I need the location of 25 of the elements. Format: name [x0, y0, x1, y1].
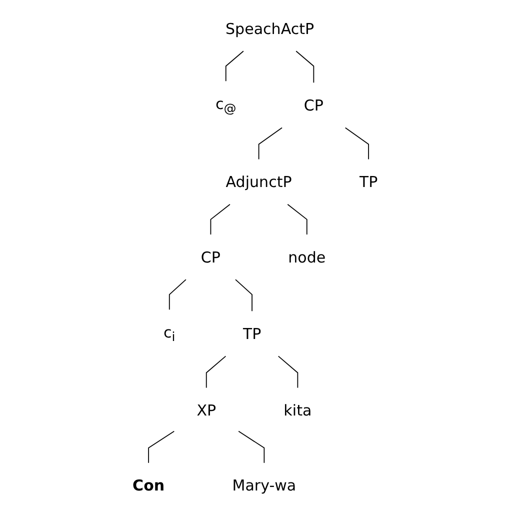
node-text: c$_{i}$ — [163, 323, 176, 344]
connector — [206, 356, 226, 388]
node-text: SpeachActP — [225, 20, 314, 38]
connector — [344, 127, 369, 160]
connector — [296, 50, 314, 84]
node-text: TP — [359, 172, 378, 191]
connector — [238, 430, 265, 464]
node-text: Con — [132, 476, 164, 494]
node-text: node — [288, 248, 326, 266]
connector — [287, 204, 308, 235]
connector — [278, 356, 298, 388]
connector — [210, 204, 230, 235]
node-text: XP — [196, 401, 216, 420]
node-text: TP — [242, 324, 262, 343]
connector — [225, 50, 244, 82]
connector — [148, 430, 174, 464]
node-text: CP — [304, 96, 324, 114]
node-text: c$_{@}$ — [215, 94, 236, 116]
connector — [168, 279, 186, 310]
node-text: AdjunctP — [226, 172, 292, 191]
node-text: kita — [284, 401, 312, 420]
connector — [258, 127, 282, 160]
node-text: Mary-wa — [232, 476, 296, 494]
node-text: CP — [200, 248, 220, 266]
connector — [234, 279, 252, 312]
